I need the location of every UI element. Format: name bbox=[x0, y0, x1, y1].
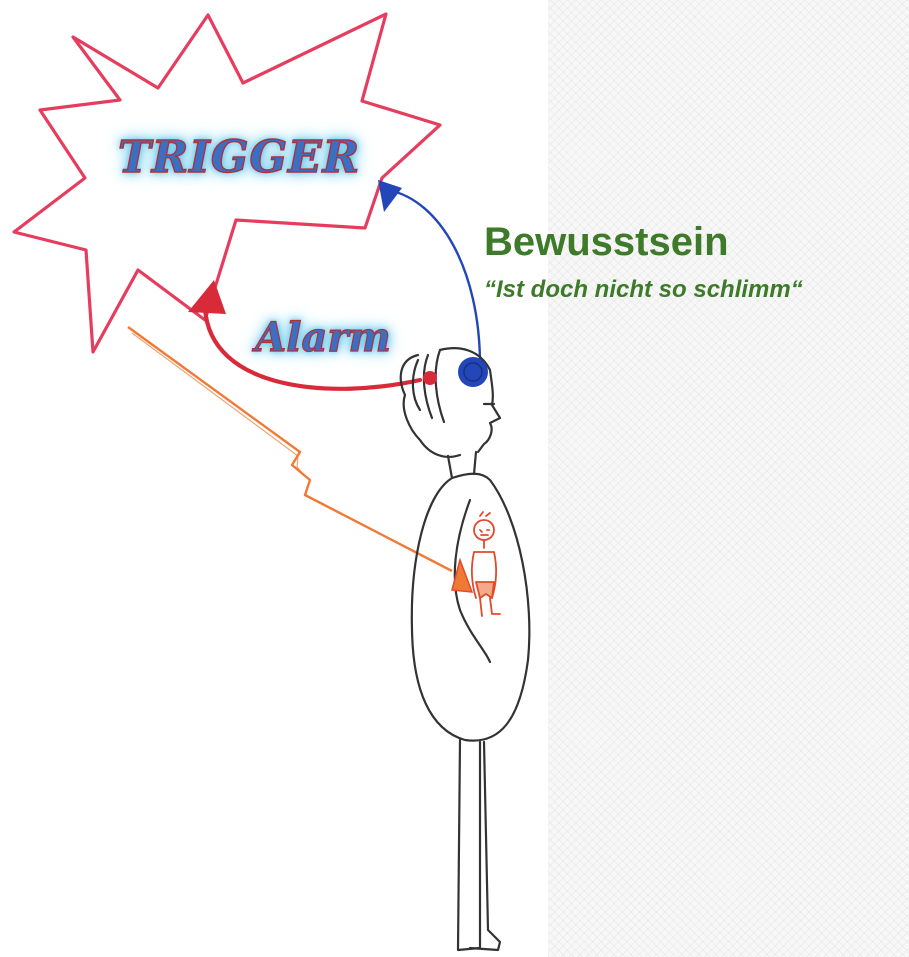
person-figure bbox=[401, 348, 530, 950]
person-legs bbox=[458, 740, 500, 950]
brain-awareness-spot bbox=[458, 357, 488, 387]
consciousness-quote: “Ist doch nicht so schlimm“ bbox=[484, 276, 803, 304]
trigger-burst-shape bbox=[14, 14, 440, 352]
brain-alarm-spot bbox=[423, 371, 437, 385]
person-body bbox=[412, 474, 530, 741]
consciousness-title: Bewusstsein bbox=[484, 220, 729, 265]
person-hair bbox=[401, 350, 460, 457]
inner-child-figure bbox=[472, 512, 500, 616]
alarm-label: Alarm bbox=[248, 314, 398, 361]
trigger-label: TRIGGER bbox=[118, 132, 348, 183]
